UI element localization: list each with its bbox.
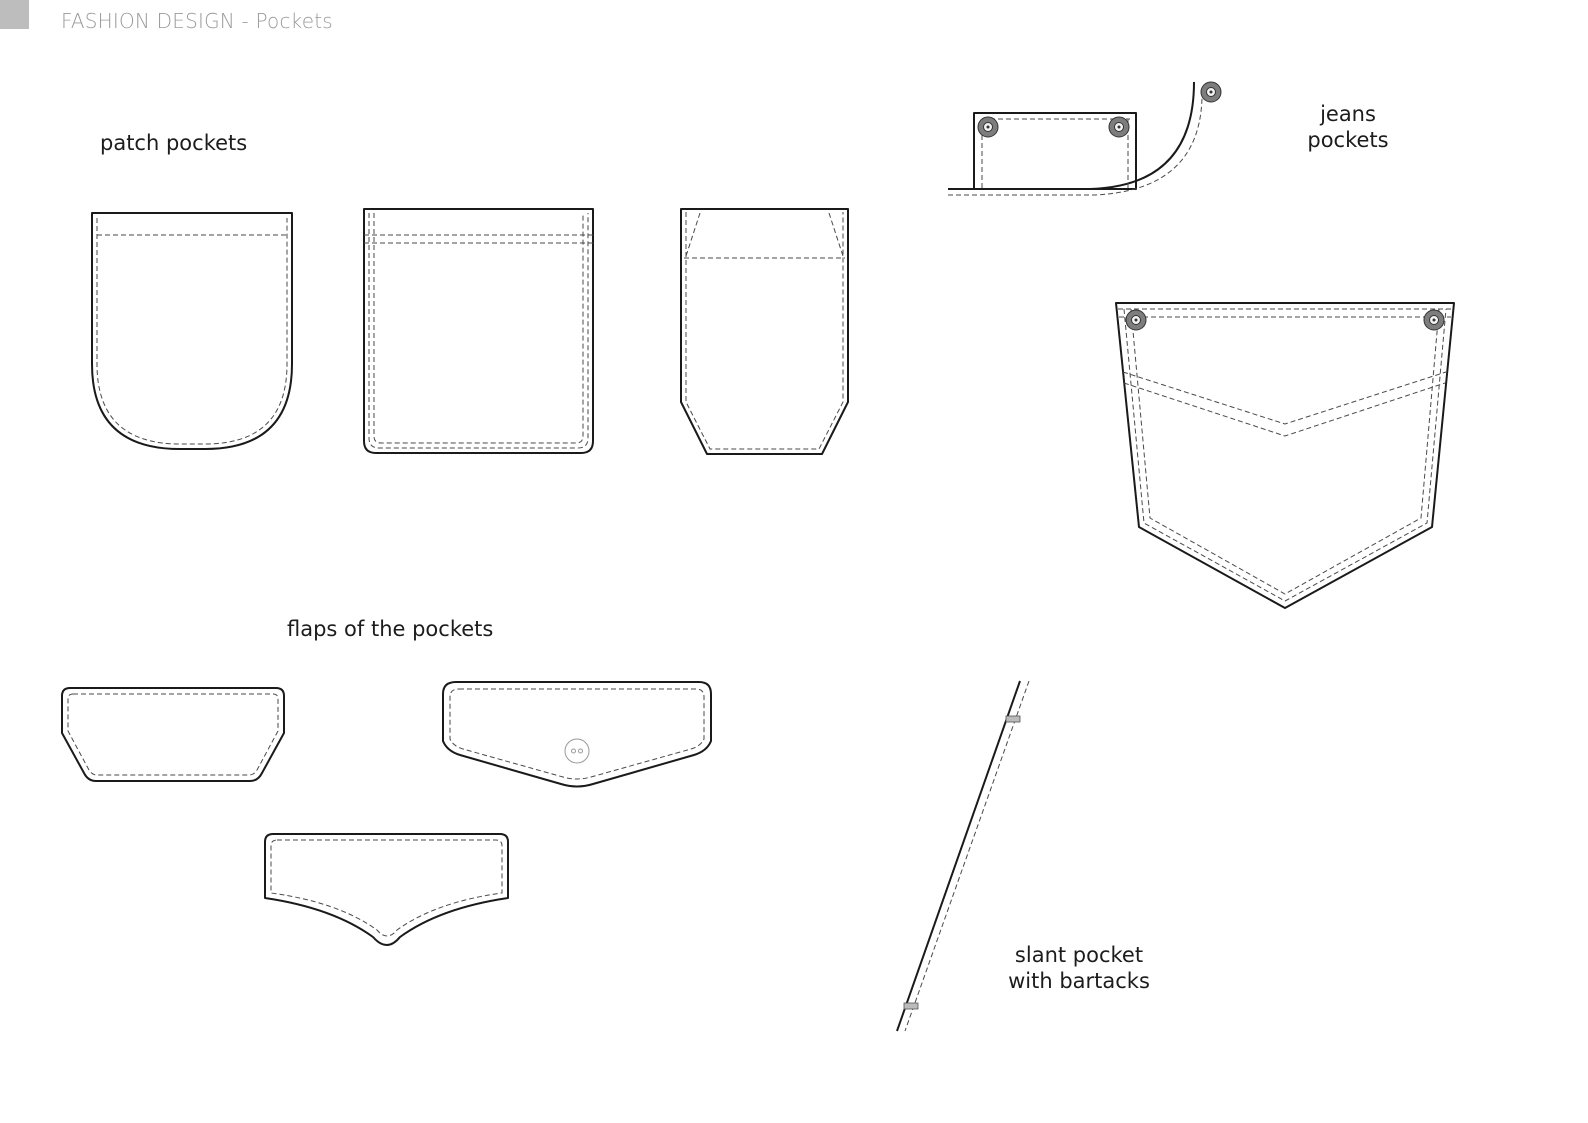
rivet-icon bbox=[1108, 116, 1130, 138]
bartack-icon bbox=[1005, 715, 1021, 723]
label-jeans-line1: jeans bbox=[1320, 102, 1376, 126]
header-corner-block bbox=[0, 0, 29, 29]
label-patch-pockets: patch pockets bbox=[100, 131, 248, 155]
jeans-coin-pocket bbox=[948, 81, 1222, 196]
flap-pointed-with-button bbox=[442, 681, 712, 788]
slant-pocket bbox=[896, 680, 1030, 1032]
label-slant-pocket: slant pocket with bartacks bbox=[1000, 942, 1158, 994]
jeans-back-pocket bbox=[1115, 302, 1455, 609]
rivet-icon bbox=[977, 116, 999, 138]
label-slant-line1: slant pocket bbox=[1014, 943, 1144, 967]
label-slant-line2: with bartacks bbox=[1008, 969, 1150, 993]
page-title-separator: - bbox=[234, 9, 256, 33]
page-title: FASHION DESIGN - Pockets bbox=[61, 9, 333, 33]
rivet-icon bbox=[1125, 309, 1147, 331]
rivet-icon bbox=[1423, 309, 1445, 331]
page-title-main: FASHION DESIGN bbox=[61, 9, 235, 33]
flap-angled bbox=[61, 687, 285, 782]
label-jeans-line2: pockets bbox=[1307, 128, 1389, 152]
label-jeans-pockets: jeans pockets bbox=[1298, 101, 1398, 153]
button-icon bbox=[564, 738, 590, 764]
patch-pocket-square bbox=[363, 208, 594, 454]
patch-pocket-rounded bbox=[91, 212, 293, 450]
page-title-sub: Pockets bbox=[255, 9, 333, 33]
label-flaps: flaps of the pockets bbox=[287, 617, 494, 641]
flap-curved-v bbox=[264, 833, 509, 946]
bartack-icon bbox=[903, 1002, 919, 1010]
patch-pocket-angled bbox=[680, 208, 849, 455]
rivet-icon bbox=[1200, 81, 1222, 103]
